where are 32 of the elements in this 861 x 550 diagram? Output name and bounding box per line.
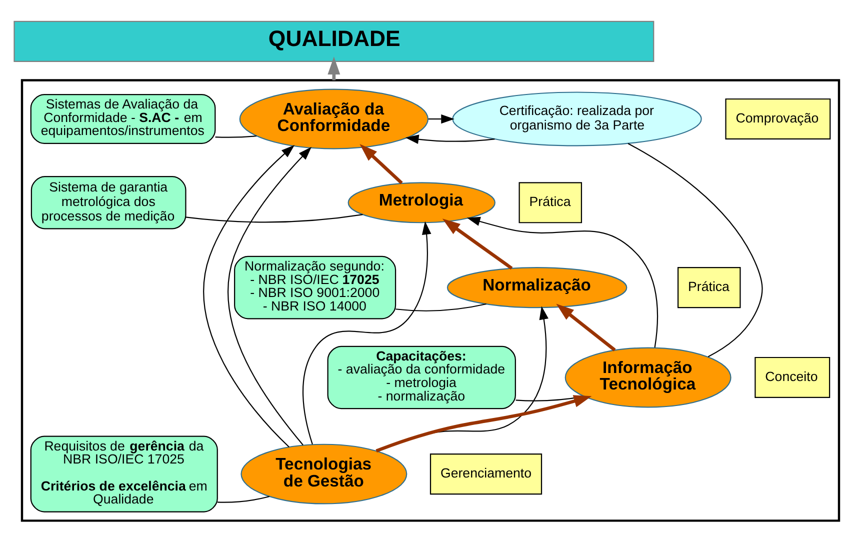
arrow: [360, 144, 403, 184]
node-box: QUALIDADE: [14, 20, 654, 62]
node-ellipse: Normalização: [446, 266, 628, 308]
arrow: [556, 303, 616, 351]
arrow: [405, 134, 495, 144]
node-box: Comprovação: [725, 98, 831, 140]
node-box: Prática: [678, 266, 741, 308]
connector: [396, 302, 486, 311]
arrow: [466, 216, 658, 348]
arrow: [376, 394, 592, 452]
node-ellipse: Metrologia: [348, 182, 496, 223]
arrow: [428, 114, 454, 124]
cluster: [20, 78, 840, 522]
arrow: [203, 144, 295, 447]
connector: [215, 134, 257, 138]
node-box: Capacitações: - avaliação da conformidade - metrologia - normalização: [327, 345, 516, 409]
node-ellipse: Certificação: realizada por organismo de 3a Parte: [452, 91, 702, 146]
connector: [217, 495, 270, 502]
connector: [186, 214, 363, 222]
connector: [628, 142, 763, 357]
arrow: [228, 146, 312, 445]
node-ellipse: Tecnologias de Gestão: [240, 443, 408, 504]
node-box: Requisitos de gerência da NBR ISO/IEC 17025 Critérios de excelência em Qualidade: [30, 435, 218, 512]
node-box: Normalização segundo: - NBR ISO/IEC 17025 - NBR ISO 9001:2000 - NBR ISO 14000: [234, 255, 396, 319]
node-box: Prática: [518, 182, 582, 223]
arrow: [302, 220, 432, 444]
node-box: Sistema de garantia metrológica dos processos de medição: [30, 176, 186, 229]
node-box: Sistemas de Avaliação da Conformidade - S.AC - em equipamentos/instrumentos: [30, 94, 216, 144]
node-ellipse: Avaliação da Conformidade: [239, 88, 429, 149]
arrow: [442, 218, 513, 270]
node-box: Gerenciamento: [430, 453, 542, 494]
node-box: Conceito: [754, 356, 830, 398]
